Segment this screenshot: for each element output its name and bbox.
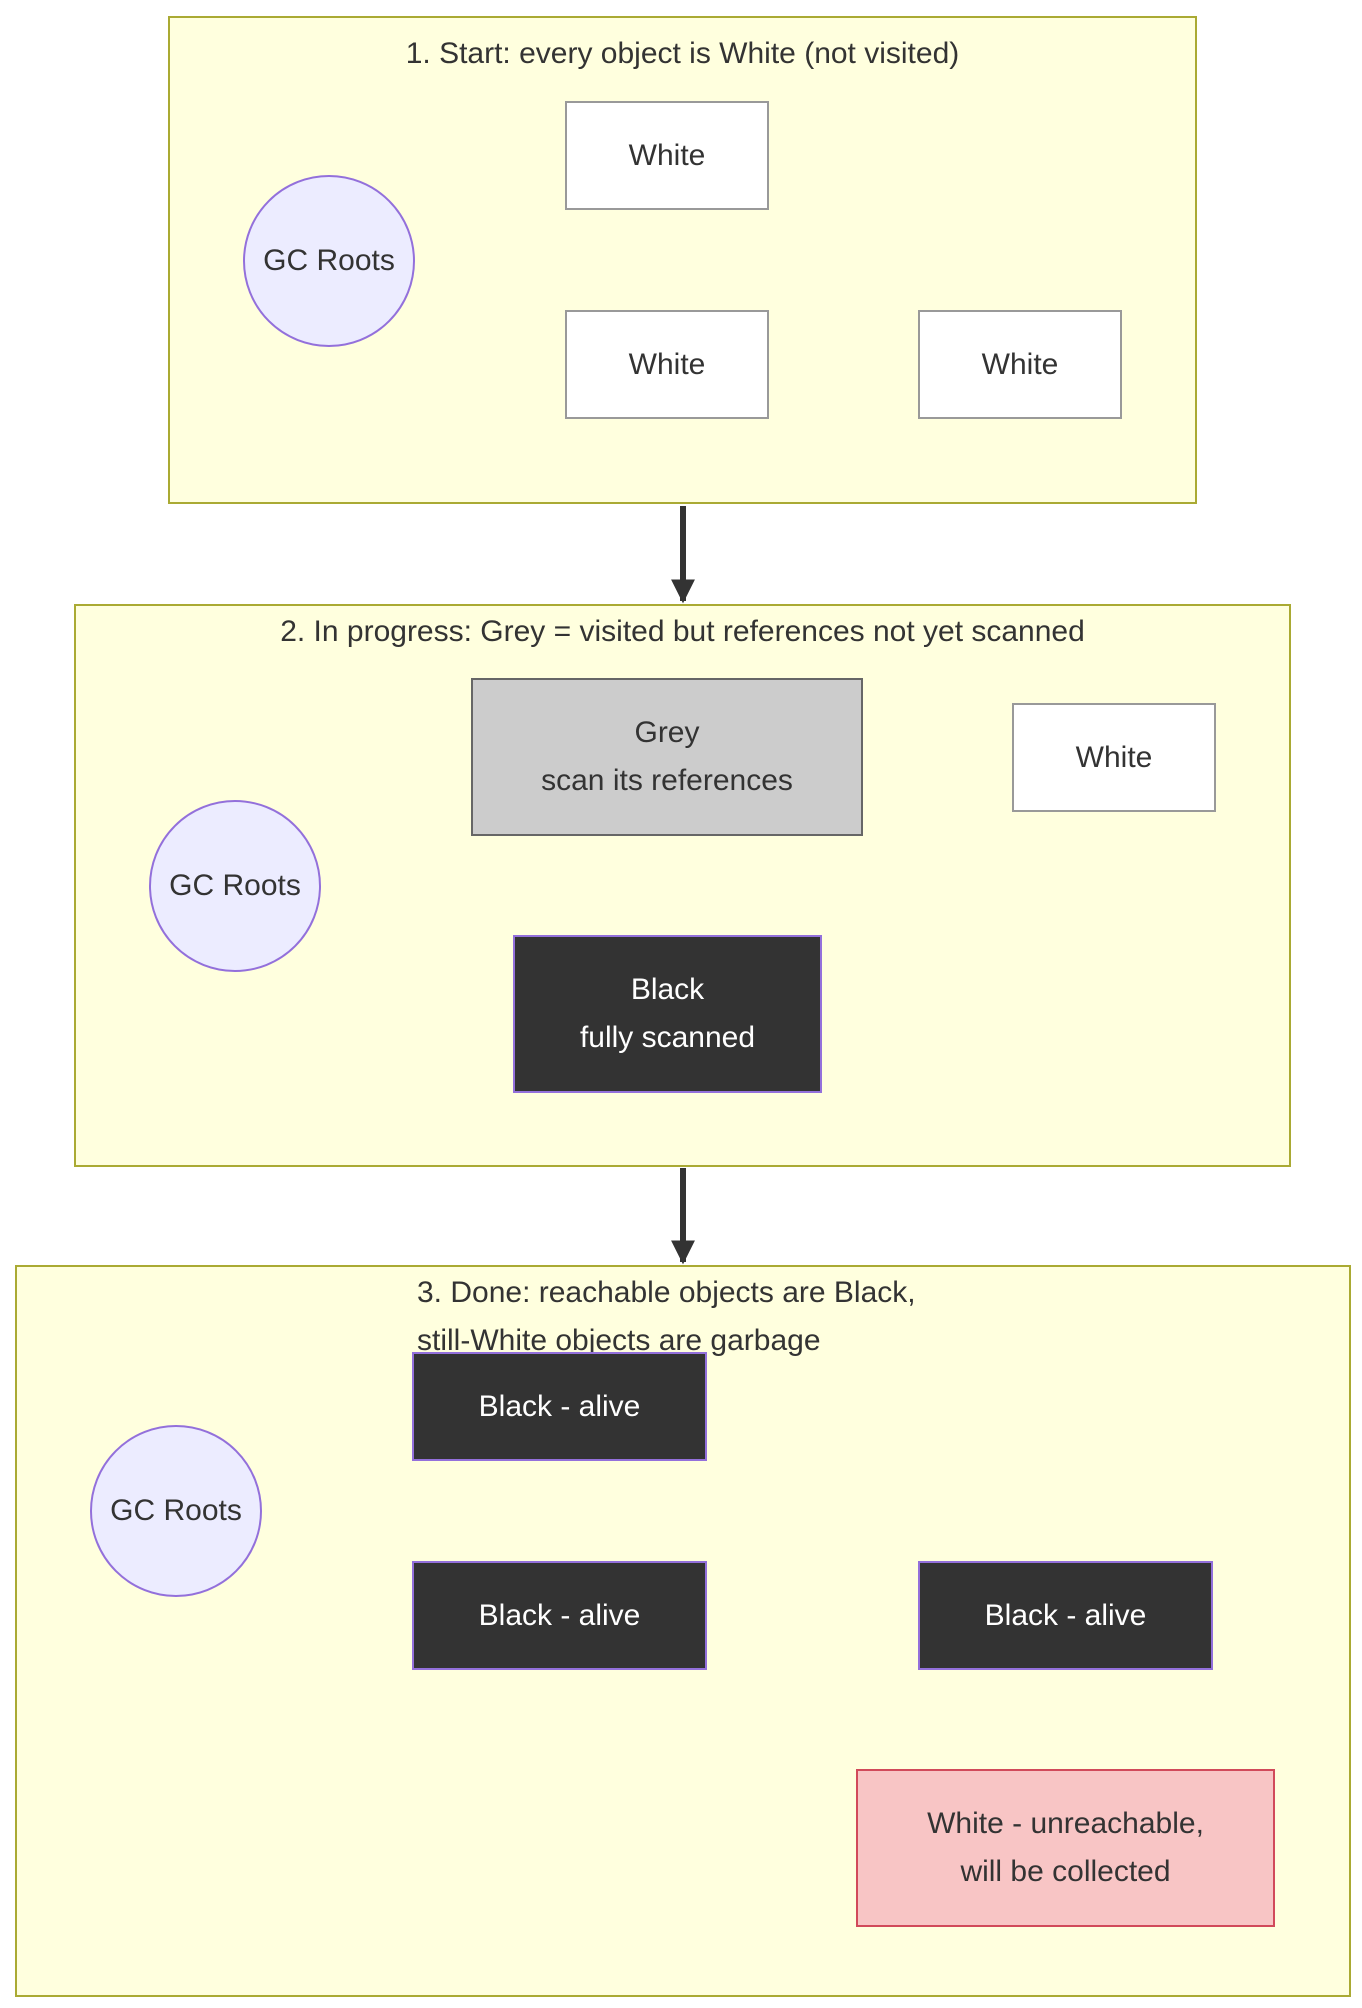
stage-2-title: 2. In progress: Grey = visited but refer… xyxy=(280,615,1085,648)
stage-1-white-object-a-label: White xyxy=(628,138,706,172)
stage-2-gc-roots-label: GC Roots xyxy=(169,869,301,902)
stage-2-grey-object-label-2: scan its references xyxy=(541,764,793,797)
stage-3-garbage-object-label-1: White - unreachable, xyxy=(927,1807,1204,1840)
stage-1-white-object-c-label: White xyxy=(981,347,1059,381)
stage-2-gc-roots: GC Roots xyxy=(149,800,321,972)
stage-1-white-object-b-label: White xyxy=(628,347,706,381)
stage-3-black-object-b-label: Black - alive xyxy=(478,1598,641,1632)
stage-1-white-object-c: White xyxy=(918,310,1122,419)
stage-2-black-object: Black fully scanned xyxy=(513,935,822,1093)
stage-3-black-object-b: Black - alive xyxy=(412,1561,707,1670)
stage-3-black-object-c: Black - alive xyxy=(918,1561,1213,1670)
stage-2-grey-object-label-1: Grey xyxy=(634,716,700,749)
stage-1-title: 1. Start: every object is White (not vis… xyxy=(405,37,960,70)
stage-3-gc-roots: GC Roots xyxy=(90,1425,262,1597)
stage-3-garbage-object: White - unreachable, will be collected xyxy=(856,1769,1275,1927)
stage-1-gc-roots: GC Roots xyxy=(243,175,415,347)
stage-3-black-object-c-label: Black - alive xyxy=(984,1598,1147,1632)
stage-2-grey-object: Grey scan its references xyxy=(471,678,863,836)
stage-2-black-object-label-2: fully scanned xyxy=(579,1021,756,1054)
stage-2-white-object-label: White xyxy=(1075,740,1153,774)
stage-3-black-object-a-label: Black - alive xyxy=(478,1389,641,1423)
stage-1-white-object-a: White xyxy=(565,101,769,210)
stage-3-garbage-object-label-2: will be collected xyxy=(960,1855,1171,1888)
stage-3-title-line-2: still-White objects are garbage xyxy=(417,1324,821,1357)
stage-1-white-object-b: White xyxy=(565,310,769,419)
stage-3-title-line-1: 3. Done: reachable objects are Black, xyxy=(417,1276,916,1309)
stage-2-white-object: White xyxy=(1012,703,1216,812)
stage-3-black-object-a: Black - alive xyxy=(412,1352,707,1461)
stage-3-gc-roots-label: GC Roots xyxy=(110,1494,242,1527)
stage-1-gc-roots-label: GC Roots xyxy=(263,244,395,277)
stage-2-black-object-label-1: Black xyxy=(630,973,705,1006)
